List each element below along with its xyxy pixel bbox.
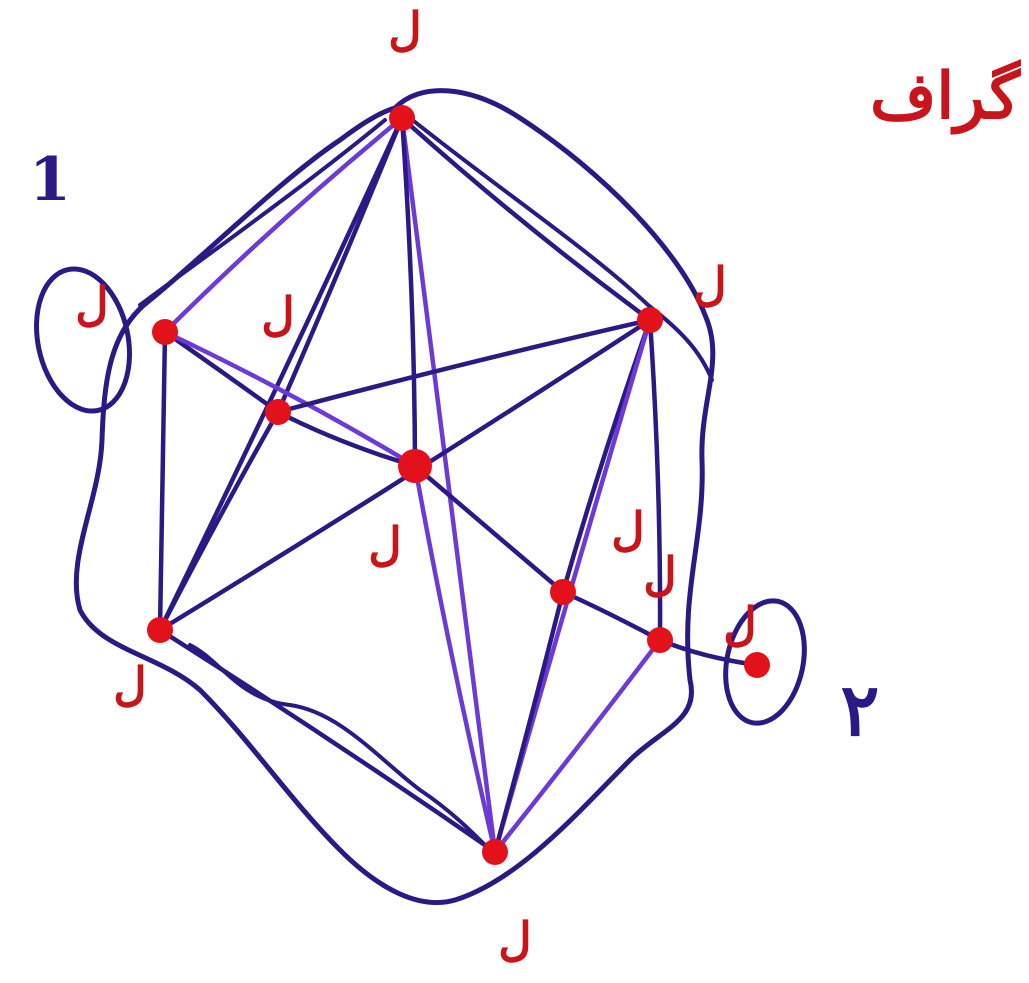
node-label-bottom-left: ل — [113, 657, 146, 711]
edge-top-bottom — [399, 115, 498, 855]
node-top — [389, 105, 415, 131]
node-inner-left — [265, 399, 291, 425]
edge-center-inner_right — [412, 463, 566, 595]
edge-right-right_low — [647, 317, 663, 643]
edge-bottom_left-bottom — [157, 627, 498, 855]
node-label-top: ل — [388, 2, 421, 56]
node-label-right-low: ل — [643, 547, 676, 601]
node-bottom — [482, 839, 508, 865]
loop-2-annotation: ۲ — [841, 667, 880, 752]
node-label-bottom: ل — [498, 912, 531, 966]
edge-top-right — [399, 115, 653, 323]
node-left — [152, 319, 178, 345]
self-loop-2 — [723, 598, 807, 726]
edge-left-center — [162, 329, 418, 469]
node-right — [637, 307, 663, 333]
node-label-right: ل — [693, 257, 726, 311]
node-bottom-left — [147, 617, 173, 643]
node-label-center: ل — [368, 517, 401, 571]
edge-inner_left-bottom_left — [157, 409, 281, 633]
edge-inner_right-bottom — [492, 589, 566, 855]
nodes — [147, 105, 770, 865]
edge-right-inner_left — [275, 317, 653, 415]
loop-1-annotation: 1 — [29, 145, 71, 215]
node-inner-right — [550, 579, 576, 605]
node-label-inner-right: ل — [611, 502, 644, 556]
node-loop-node — [744, 652, 770, 678]
node-right-low — [647, 627, 673, 653]
node-label-left: ل — [75, 277, 108, 331]
upper-left-curve — [138, 118, 387, 307]
edge-top-left — [162, 115, 405, 335]
edge-center-bottom — [412, 463, 498, 855]
edge-top-center — [399, 115, 418, 469]
edge-right_low-bottom — [492, 637, 663, 855]
outer-boundary-curve — [73, 88, 716, 906]
edge-left-bottom_left — [157, 329, 168, 633]
self-loop-1 — [34, 266, 132, 414]
edge-top-bottom_left — [157, 115, 405, 633]
upper-right-curve — [408, 116, 714, 382]
diagram-title: گراف — [870, 59, 1021, 135]
edge-inner_left-center — [275, 409, 418, 469]
edge-left-inner_left — [162, 329, 281, 415]
node-label-inner-left: ل — [261, 287, 294, 341]
node-center — [398, 449, 432, 483]
node-label-loop-node: ل — [723, 597, 756, 651]
